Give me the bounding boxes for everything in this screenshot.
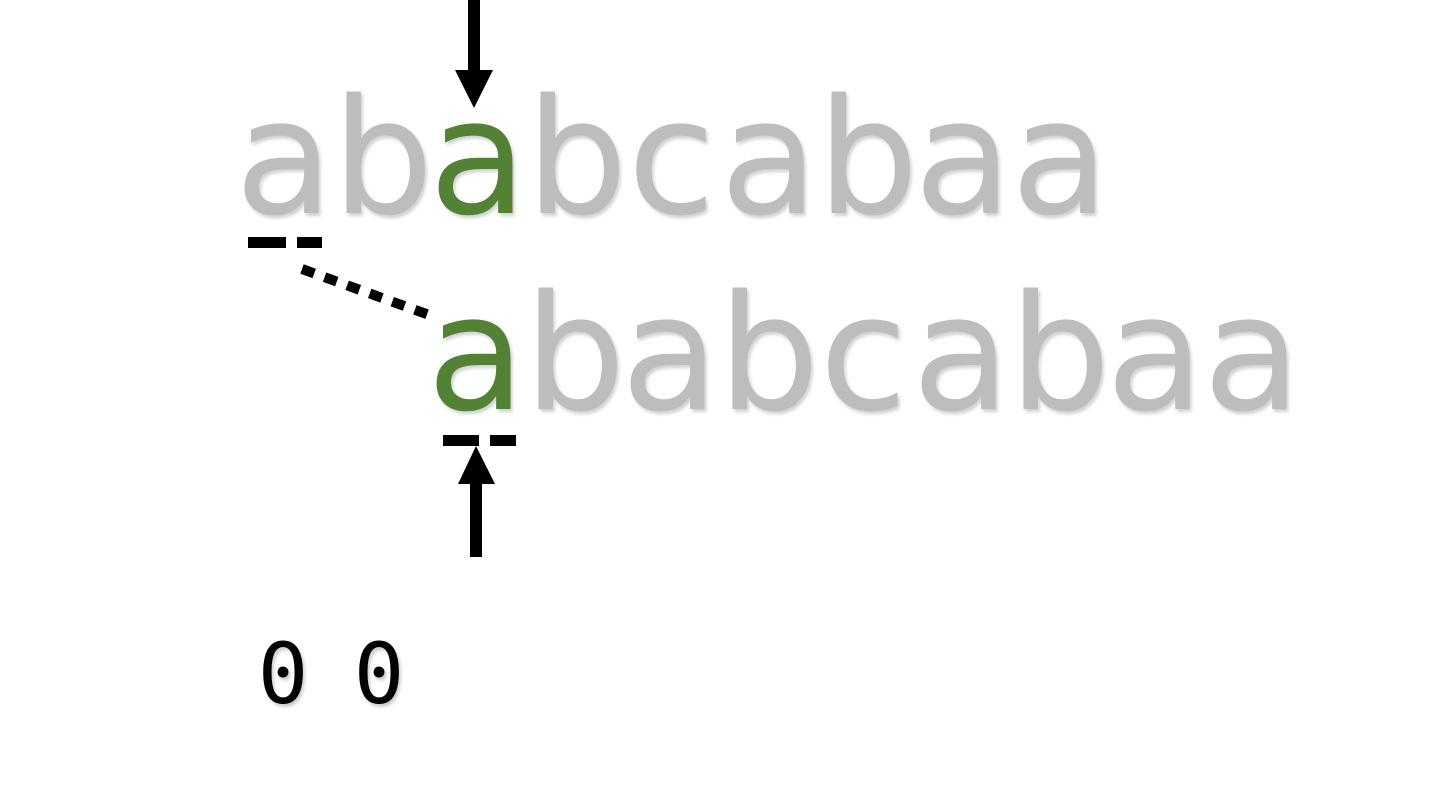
- pattern-char-2: a: [621, 260, 720, 447]
- pattern-string: a b a b c a b a a: [427, 260, 1302, 447]
- text-char-2: a: [429, 64, 528, 251]
- pattern-char-4: c: [819, 260, 908, 447]
- text-char-0: a: [235, 64, 334, 251]
- z-array: 0 0: [255, 632, 407, 716]
- pattern-char-5: a: [912, 260, 1011, 447]
- text-string: a b a b c a b a a: [235, 64, 1110, 251]
- text-char-3: b: [526, 64, 628, 251]
- pattern-char-0: a: [427, 260, 526, 447]
- text-match-dash: [248, 237, 322, 248]
- pattern-char-1: b: [524, 260, 626, 447]
- z-value-1: 0: [353, 625, 405, 723]
- dotted-connector: [300, 264, 434, 321]
- text-char-6: b: [817, 64, 919, 251]
- text-char-1: b: [332, 64, 434, 251]
- pattern-pointer-arrow: [458, 446, 495, 557]
- text-pointer-arrow: [455, 0, 493, 108]
- z-value-0: 0: [257, 625, 309, 723]
- pattern-char-8: a: [1203, 260, 1302, 447]
- text-char-8: a: [1011, 64, 1110, 251]
- text-char-5: a: [720, 64, 819, 251]
- pattern-char-6: b: [1009, 260, 1111, 447]
- text-char-7: a: [914, 64, 1013, 251]
- pattern-char-7: a: [1106, 260, 1205, 447]
- text-char-4: c: [627, 64, 716, 251]
- pattern-char-3: b: [718, 260, 820, 447]
- pattern-match-dash: [443, 435, 516, 446]
